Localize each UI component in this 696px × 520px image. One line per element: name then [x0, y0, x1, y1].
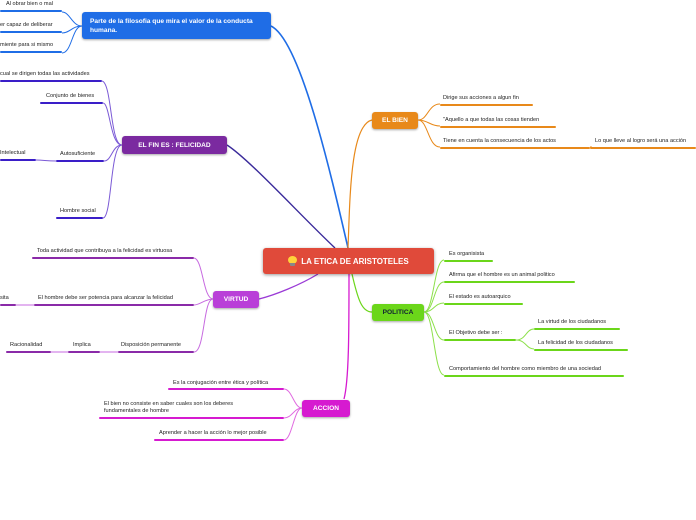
- connector-vir-3: [193, 298, 214, 353]
- connector-politica: [351, 273, 373, 313]
- virtud-item-6: Racionalidad: [10, 342, 43, 348]
- connector-filosofia: [270, 25, 349, 249]
- connector-bien: [347, 119, 373, 249]
- politica-item-5: La virtud de los ciudadanos: [538, 319, 607, 325]
- politica-item-7-underline: [444, 375, 624, 377]
- virtud-item-1-underline: [32, 257, 194, 259]
- filosofia-item-1-underline: [0, 10, 62, 12]
- connector-pol-6: [515, 328, 535, 341]
- connector-felicidad: [226, 144, 336, 249]
- bien-item-4: Lo que lleve al logro será una acción: [595, 138, 687, 144]
- filosofia-item-2-underline: [0, 31, 62, 33]
- topic-bien-label: EL BIEN: [382, 117, 408, 124]
- virtud-item-2-underline: [34, 304, 194, 306]
- central-topic[interactable]: LA ETICA DE ARISTOTELES: [263, 248, 434, 274]
- connector-bien-1: [417, 103, 441, 121]
- accion-item-3: Aprender a hacer la acción lo mejor posi…: [159, 430, 267, 436]
- felicidad-item-1-underline: [0, 80, 102, 82]
- connector-acc-1: [283, 388, 303, 409]
- topic-felicidad[interactable]: EL FIN ES : FELICIDAD: [122, 136, 227, 154]
- politica-item-6: La felicidad de los ciudadanos: [538, 340, 613, 346]
- connector-filo-3: [61, 25, 83, 54]
- politica-item-1: Es organisista: [449, 251, 485, 257]
- connector-pol-2: [423, 281, 445, 313]
- topic-politica-label: POLITICA: [382, 309, 414, 316]
- topic-accion[interactable]: ACCION: [302, 400, 350, 417]
- topic-politica[interactable]: POLITICA: [372, 304, 424, 321]
- bien-item-2-underline: [440, 126, 556, 128]
- politica-item-4-underline: [444, 339, 516, 341]
- politica-item-4: El Objetivo debe ser :: [449, 330, 503, 336]
- felicidad-item-4-underline: [0, 159, 36, 161]
- felicidad-item-3: Autosuficiente: [60, 151, 96, 157]
- virtud-item-1: Toda actividad que contribuya a la felic…: [37, 248, 173, 254]
- connector-pol-3: [423, 302, 445, 313]
- bien-item-3-underline: [440, 147, 590, 149]
- filosofia-item-2: er capaz de deliberar: [0, 22, 53, 28]
- central-topic-label: LA ETICA DE ARISTOTELES: [301, 256, 409, 266]
- topic-virtud-label: VIRTUD: [223, 296, 249, 303]
- topic-filosofia[interactable]: Parte de la filosofia que mira el valor …: [82, 12, 271, 39]
- virtud-item-5-underline: [68, 351, 100, 353]
- connector-bien-3: [417, 119, 441, 148]
- virtud-item-6-underline: [6, 351, 51, 353]
- filosofia-item-1: Al obrar bien o mal: [6, 1, 53, 7]
- connector-fel-4: [102, 144, 123, 219]
- bien-item-3: Tiene en cuenta la consecuencia de los a…: [443, 138, 556, 144]
- felicidad-item-3-underline: [56, 160, 104, 162]
- connector-pol-7: [515, 339, 535, 350]
- felicidad-item-2: Conjunto de bienes: [46, 93, 95, 99]
- bien-item-1: Dirige sus acciones a algun fin: [443, 95, 519, 101]
- connector-acc-3: [283, 407, 303, 441]
- accion-item-2-underline: [99, 417, 284, 419]
- connector-pol-5: [423, 311, 445, 376]
- accion-item-3-underline: [154, 439, 284, 441]
- accion-item-1: Es la conjugación entre ética y política: [173, 380, 269, 386]
- politica-item-2: Afirma que el hombre es un animal politi…: [449, 272, 555, 278]
- connector-accion: [343, 273, 350, 400]
- virtud-item-3-underline: [0, 304, 16, 306]
- bien-item-2: "Aquello a que todas las cosas tienden: [443, 117, 540, 123]
- politica-item-7: Comportamiento del hombre como miembro d…: [449, 366, 602, 372]
- politica-item-3: El estado es autoarquico: [449, 294, 511, 300]
- lightbulb-icon: [288, 256, 298, 266]
- connector-pol-1: [423, 259, 445, 313]
- filosofia-item-3: miente para si mismo: [0, 42, 54, 48]
- virtud-item-3: sita: [0, 295, 9, 301]
- virtud-item-2: El hombre debe ser potencia para alcanza…: [38, 295, 173, 301]
- felicidad-item-1: cual se dirigen todas las actividades: [0, 71, 90, 77]
- topic-filosofia-label: Parte de la filosofia que mira el valor …: [90, 17, 253, 34]
- connector-vir-1: [193, 257, 214, 300]
- politica-item-5-underline: [534, 328, 620, 330]
- topic-bien[interactable]: EL BIEN: [372, 112, 418, 129]
- politica-item-6-underline: [534, 349, 628, 351]
- connector-fel-2: [102, 102, 123, 146]
- accion-item-1-underline: [168, 388, 284, 390]
- felicidad-item-2-underline: [40, 102, 103, 104]
- connector-virtud: [258, 273, 319, 300]
- connector-filo-1: [61, 11, 83, 27]
- felicidad-item-5: Hombre social: [60, 208, 96, 214]
- politica-item-2-underline: [444, 281, 575, 283]
- virtud-item-5: Implica: [73, 342, 91, 348]
- politica-item-1-underline: [444, 260, 493, 262]
- felicidad-item-5-underline: [56, 217, 103, 219]
- filosofia-item-3-underline: [0, 51, 62, 53]
- topic-virtud[interactable]: VIRTUD: [213, 291, 259, 308]
- virtud-item-4-underline: [118, 351, 194, 353]
- topic-accion-label: ACCION: [312, 405, 339, 412]
- accion-item-2: El bien no consiste en saber cuales son …: [104, 401, 234, 414]
- virtud-item-4: Disposición permanente: [121, 342, 182, 348]
- topic-felicidad-label: EL FIN ES : FELICIDAD: [138, 141, 211, 149]
- bien-item-1-underline: [440, 104, 533, 106]
- politica-item-3-underline: [444, 303, 523, 305]
- bien-item-4-underline: [590, 147, 696, 149]
- felicidad-item-4: Intelectual: [0, 150, 26, 156]
